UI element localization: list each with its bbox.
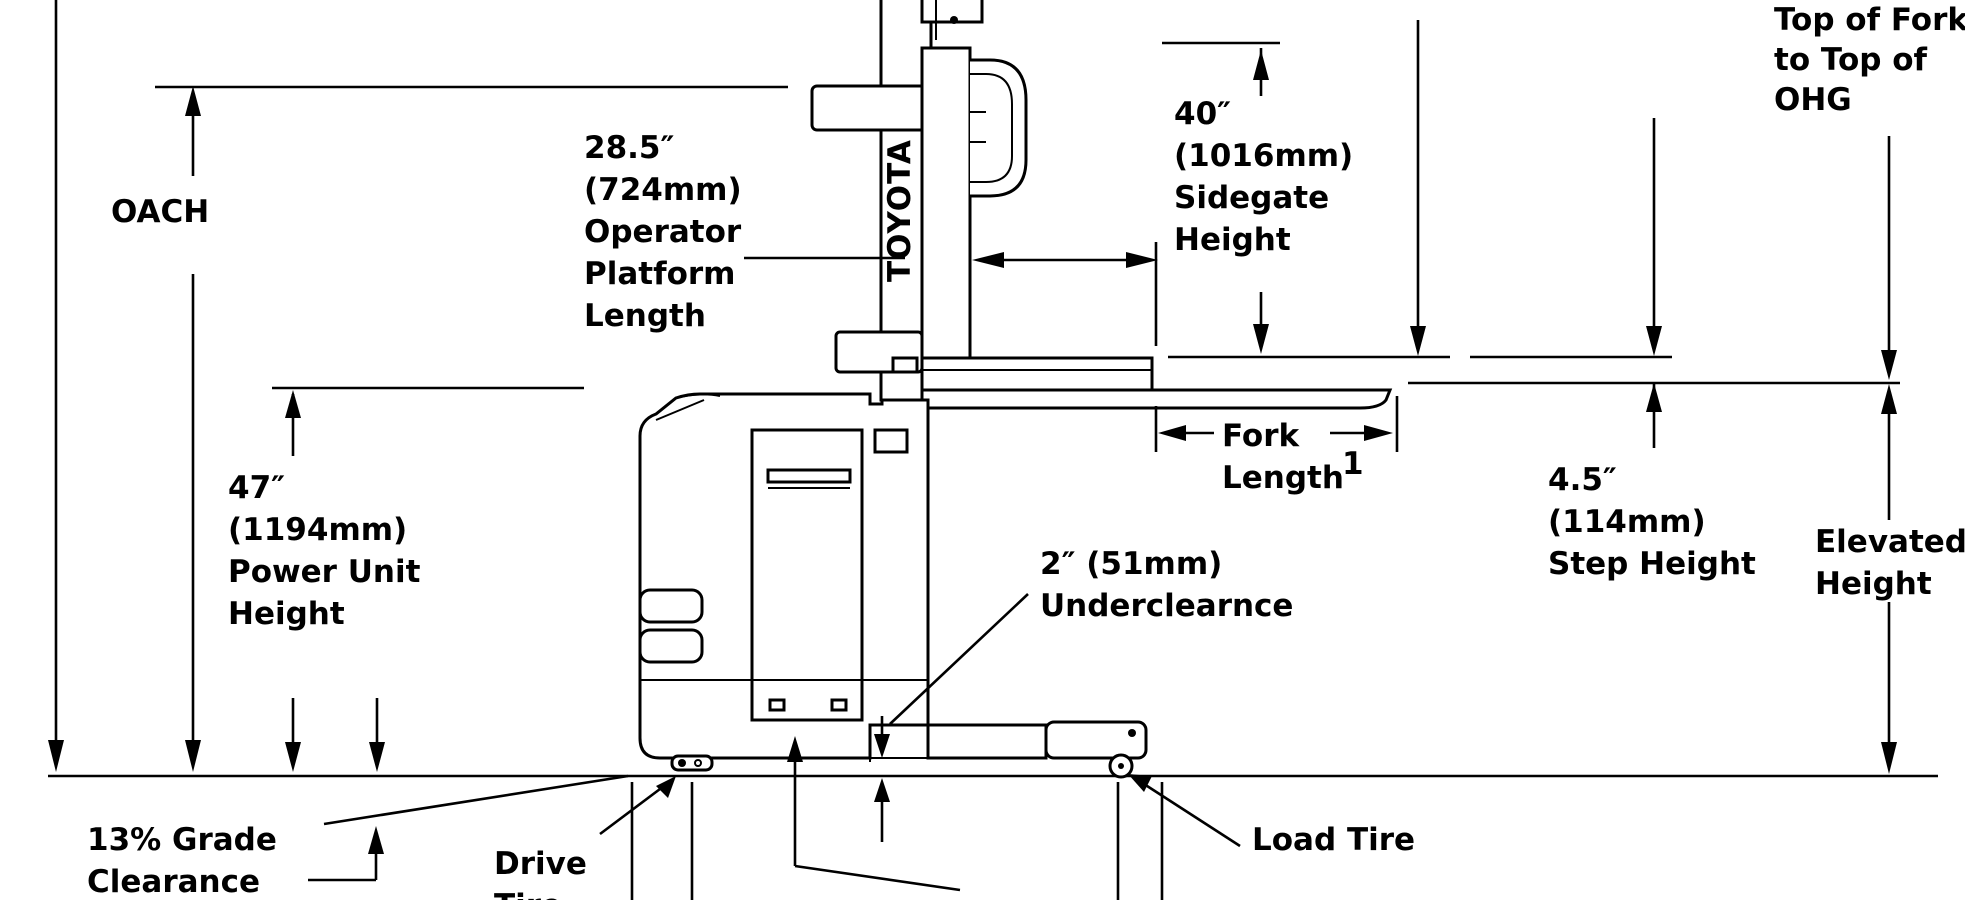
load-wheel	[1108, 753, 1134, 779]
svg-text:Sidegate: Sidegate	[1174, 180, 1329, 216]
overhead-guard	[810, 84, 936, 132]
svg-text:Platform: Platform	[584, 256, 735, 292]
svg-text:Length: Length	[584, 298, 706, 334]
forks	[920, 388, 1393, 410]
svg-text:to Top of: to Top of	[1774, 42, 1928, 78]
svg-text:Tire: Tire	[494, 888, 562, 900]
svg-text:4.5″: 4.5″	[1548, 462, 1617, 498]
drive-wheel	[670, 754, 714, 772]
svg-text:(114mm): (114mm)	[1548, 504, 1706, 540]
elevated-height-label: Elevated Height	[1815, 524, 1965, 602]
svg-text:Power Unit: Power Unit	[228, 554, 421, 590]
svg-text:40″: 40″	[1174, 96, 1231, 132]
svg-text:Underclearnce: Underclearnce	[1040, 588, 1293, 624]
top-fork-ohg-label: Top of Fork to Top of OHG	[1774, 2, 1965, 118]
dimension-lines	[48, 0, 1900, 900]
svg-text:(1016mm): (1016mm)	[1174, 138, 1353, 174]
svg-text:1: 1	[1342, 446, 1364, 482]
svg-text:2″ (51mm): 2″ (51mm)	[1040, 546, 1222, 582]
svg-text:Length: Length	[1222, 460, 1344, 496]
oach-label: OACH	[111, 194, 209, 230]
power-unit	[638, 392, 930, 760]
fork-length-label: Fork Length 1	[1222, 418, 1364, 496]
underclearance-label: 2″ (51mm) Underclearnce	[1040, 546, 1293, 624]
svg-text:Elevated: Elevated	[1815, 524, 1965, 560]
svg-text:Fork: Fork	[1222, 418, 1301, 454]
drive-tire-label: Drive Tire	[494, 846, 587, 900]
svg-text:(724mm): (724mm)	[584, 172, 742, 208]
brand-logo: TOYOTA	[882, 139, 918, 282]
svg-text:Height: Height	[1174, 222, 1291, 258]
svg-text:(1194mm): (1194mm)	[228, 512, 407, 548]
sidegate-height-label: 40″ (1016mm) Sidegate Height	[1174, 96, 1353, 258]
svg-text:47″: 47″	[228, 470, 285, 506]
svg-text:Height: Height	[228, 596, 345, 632]
truck-drawing: TOYOTA	[638, 0, 1393, 779]
svg-text:OHG: OHG	[1774, 82, 1852, 118]
svg-text:13% Grade: 13% Grade	[87, 822, 277, 858]
load-tire-label: Load Tire	[1252, 822, 1415, 858]
grade-clearance-label: 13% Grade Clearance	[87, 822, 277, 900]
svg-text:Drive: Drive	[494, 846, 587, 882]
operator-platform	[834, 330, 1154, 392]
base-leg	[869, 720, 1148, 762]
svg-text:Step Height: Step Height	[1548, 546, 1756, 582]
power-unit-height-label: 47″ (1194mm) Power Unit Height	[228, 470, 421, 632]
svg-text:28.5″: 28.5″	[584, 130, 674, 166]
svg-text:Top of Fork: Top of Fork	[1774, 2, 1965, 38]
svg-text:Operator: Operator	[584, 214, 742, 250]
operator-platform-length-label: 28.5″ (724mm) Operator Platform Length	[584, 130, 742, 334]
svg-text:Clearance: Clearance	[87, 864, 260, 900]
step-height-label: 4.5″ (114mm) Step Height	[1548, 462, 1756, 582]
svg-text:Height: Height	[1815, 566, 1932, 602]
